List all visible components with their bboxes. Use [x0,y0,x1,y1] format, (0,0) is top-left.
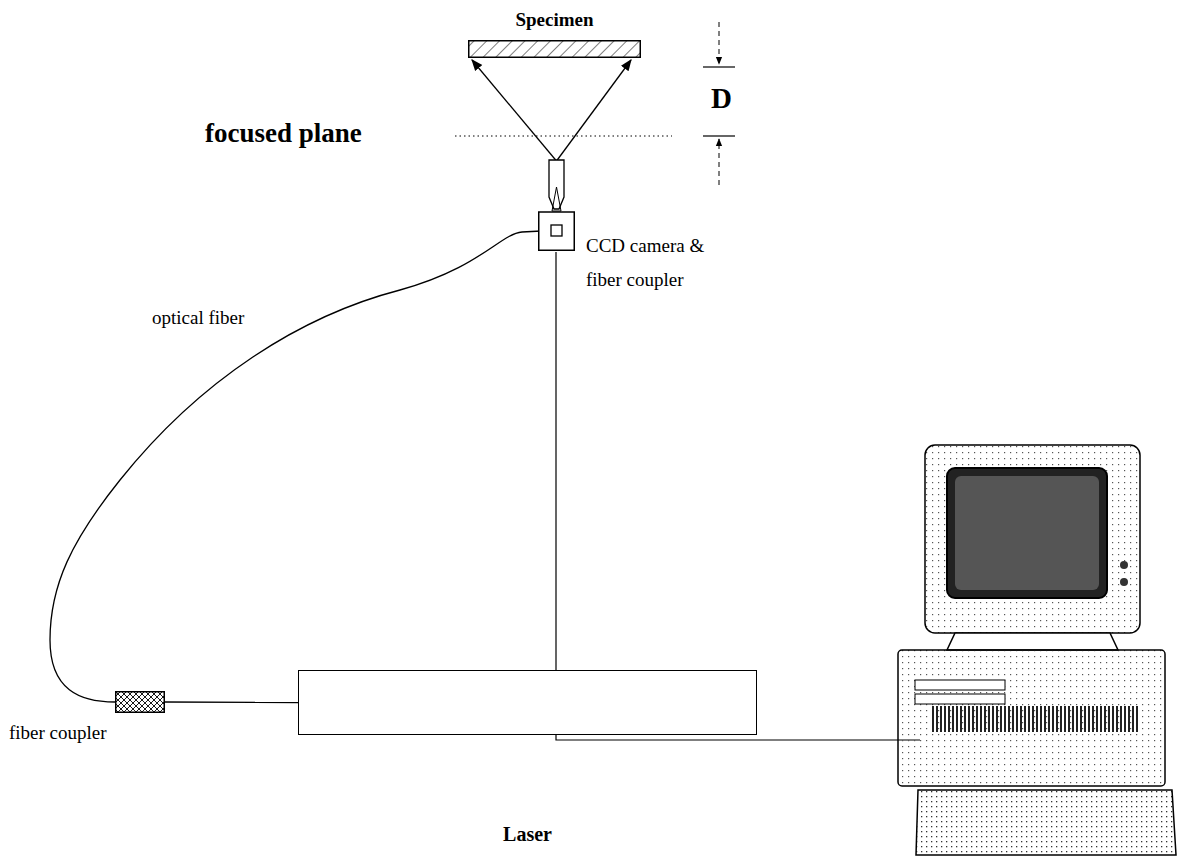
focused-plane-line [455,136,672,137]
dimension-tick [703,66,735,67]
fiber-coupler-label: fiber coupler [9,721,189,745]
connector [472,60,557,161]
data-cable [556,252,920,740]
laser-label: Laser [299,821,756,847]
fiber-coupler: fiber coupler [115,691,165,713]
connector [50,231,551,703]
focused-plane-label: focused plane [205,116,362,150]
camera-label: CCD camera & fiber coupler [586,229,708,297]
camera-symbol [538,157,575,251]
ccd-camera: CCD camera & fiber coupler [538,157,575,251]
dimension-tick [703,135,735,136]
dimension-arrow [719,139,720,185]
connector-label: optical fiber [150,306,246,330]
computer [898,445,1176,855]
connector [557,60,632,161]
specimen-label: Specimen [468,8,641,32]
dimension-arrow [719,22,720,64]
specimen: Specimen [468,8,641,58]
fiber-coupler-box [115,691,165,713]
connector [165,701,298,703]
dimension-label: D [709,82,734,114]
laser: Laser [298,670,757,735]
